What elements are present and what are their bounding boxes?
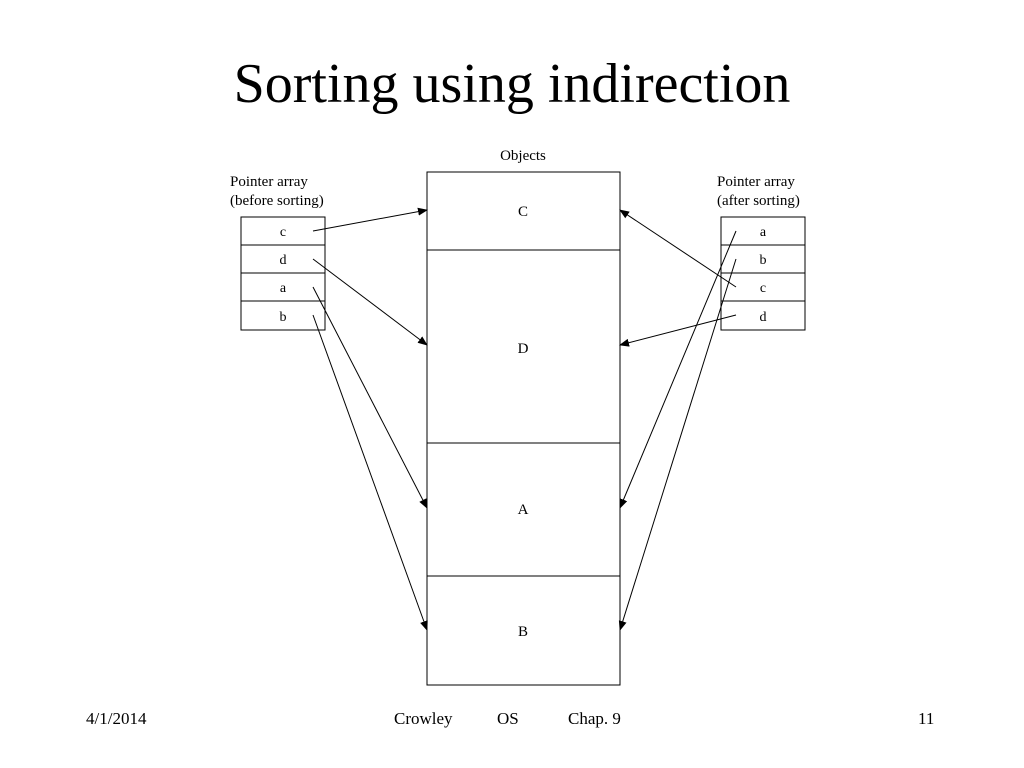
pointer-arrow (619, 209, 737, 288)
pointer-arrow (619, 314, 737, 347)
slide-title: Sorting using indirection (233, 53, 791, 115)
pointer-cell-label: d (280, 253, 287, 268)
pointer-arrows (312, 207, 737, 631)
object-label-c: C (518, 204, 528, 220)
after-array-title-line1: Pointer array (717, 174, 795, 190)
objects-title: Objects (500, 148, 546, 164)
object-label-a: A (518, 502, 529, 518)
object-label-d: D (518, 341, 529, 357)
pointer-arrow (619, 230, 737, 509)
after-pointer-array: a b c d (720, 216, 806, 331)
before-pointer-array: c d a b (240, 216, 326, 331)
footer-date: 4/1/2014 (86, 709, 147, 728)
pointer-cell (240, 300, 326, 331)
pointer-cell-label: b (760, 253, 767, 268)
pointer-cell-label: c (760, 281, 766, 296)
pointer-cell-label: a (760, 225, 767, 240)
footer-chapter: Chap. 9 (568, 709, 621, 728)
object-label-b: B (518, 624, 528, 640)
pointer-arrow (312, 286, 428, 509)
pointer-cell-label: b (280, 310, 287, 325)
footer-page-number: 11 (918, 709, 935, 728)
pointer-arrow (312, 314, 428, 631)
pointer-cell-label: a (280, 281, 287, 296)
before-array-title-line2: (before sorting) (230, 193, 324, 209)
pointer-arrow (618, 258, 737, 631)
pointer-arrow (312, 258, 428, 346)
pointer-cell (720, 300, 806, 331)
pointer-cell-label: d (760, 310, 767, 325)
footer-author: Crowley (394, 709, 453, 728)
footer-course: OS (497, 709, 519, 728)
after-array-title-line2: (after sorting) (717, 193, 800, 209)
pointer-arrow (312, 207, 428, 232)
before-array-title-line1: Pointer array (230, 174, 308, 190)
objects-column-frame (426, 171, 621, 686)
pointer-cell-label: c (280, 225, 286, 240)
